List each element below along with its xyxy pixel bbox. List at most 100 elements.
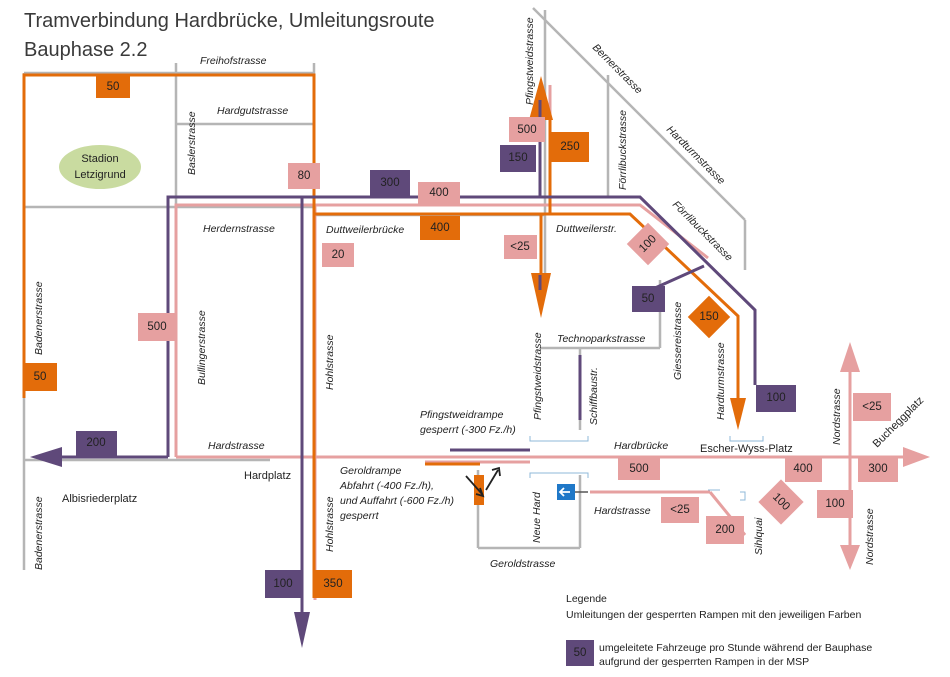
legend-title: Legende xyxy=(566,593,607,605)
flow-box-hardb-500: 500 xyxy=(618,458,660,480)
flow-box-pfing-150: 150 xyxy=(500,145,536,172)
bracket-marks xyxy=(529,436,764,501)
flow-box-west-500: 500 xyxy=(138,313,176,341)
flow-box-hohl-100: 100 xyxy=(265,570,302,598)
flow-box-dutt-20: 20 xyxy=(322,243,354,267)
svg-text:500: 500 xyxy=(147,321,166,333)
label-albisriederplatz: Albisriederplatz xyxy=(62,493,137,505)
label-herdernstrasse: Herdernstrasse xyxy=(203,223,275,235)
street-labels: Freihofstrasse Hardgutstrasse Baslerstra… xyxy=(33,17,876,570)
svg-text:50: 50 xyxy=(574,647,587,659)
label-hardturmstrasse-mid: Hardturmstrasse xyxy=(715,342,727,420)
svg-text:300: 300 xyxy=(868,463,887,475)
svg-text:<25: <25 xyxy=(670,504,690,516)
svg-text:20: 20 xyxy=(332,249,345,261)
sign-icon xyxy=(557,484,588,500)
label-baslerstrasse: Baslerstrasse xyxy=(186,111,198,175)
note-pfingstweidrampe-2: gesperrt (-300 Fz./h) xyxy=(420,424,516,436)
svg-text:50: 50 xyxy=(34,371,47,383)
map-title: Tramverbindung Hardbrücke, Umleitungsrou… xyxy=(24,10,435,32)
svg-text:<25: <25 xyxy=(510,241,530,253)
label-hardbruecke: Hardbrücke xyxy=(614,440,668,452)
svg-text:400: 400 xyxy=(430,222,449,234)
label-foerrlibuckstrasse-top: Förrlibuckstrasse xyxy=(617,110,629,190)
svg-text:50: 50 xyxy=(107,81,120,93)
svg-text:300: 300 xyxy=(380,177,399,189)
flow-box-pfing-500: 500 xyxy=(509,117,545,142)
label-badenerstrasse-top: Badenerstrasse xyxy=(33,281,45,355)
flow-box-hardturm-100: 100 xyxy=(756,385,796,412)
orange-arrowheads xyxy=(529,76,746,430)
svg-text:150: 150 xyxy=(699,311,718,323)
svg-text:350: 350 xyxy=(323,578,342,590)
flow-box-sihl-100: 100 xyxy=(758,479,804,525)
map-subtitle: Bauphase 2.2 xyxy=(24,39,147,61)
note-geroldrampe-1: Geroldrampe xyxy=(340,465,401,477)
purple-arrowheads xyxy=(30,447,310,648)
svg-text:50: 50 xyxy=(642,293,655,305)
legend-desc-1: umgeleitete Fahrzeuge pro Stunde während… xyxy=(599,642,872,654)
flow-box-hohl-350: 350 xyxy=(315,570,352,598)
flow-box-dutt-300: 300 xyxy=(370,170,410,196)
geroldrampe-symbol xyxy=(465,466,501,505)
flow-boxes: 50 400 250 150 50 350 80 400 20 500 <25 … xyxy=(24,76,898,598)
flow-box-nord-100: 100 xyxy=(817,490,853,518)
flow-box-hardstr-lt25: <25 xyxy=(661,497,699,523)
label-freihofstrasse: Freihofstrasse xyxy=(200,55,267,67)
flow-box-baden-50: 50 xyxy=(24,363,57,391)
svg-text:200: 200 xyxy=(715,524,734,536)
label-hardturmstrasse-top: Hardturmstrasse xyxy=(664,124,727,187)
label-duttweilerbruecke: Duttweilerbrücke xyxy=(326,224,404,236)
label-sihlquai: Sihlquai xyxy=(753,517,765,555)
svg-text:500: 500 xyxy=(629,463,648,475)
svg-text:200: 200 xyxy=(86,437,105,449)
pink-arrowheads xyxy=(840,342,930,570)
ramp-notes: Pfingstweidrampe gesperrt (-300 Fz./h) G… xyxy=(339,409,516,522)
flow-box-foerr-100: 100 xyxy=(626,222,670,266)
flow-box-freihof-50: 50 xyxy=(96,76,130,98)
svg-text:100: 100 xyxy=(273,578,292,590)
flow-box-hardb-300: 300 xyxy=(858,457,898,482)
label-hohlstrasse-top: Hohlstrasse xyxy=(324,334,336,390)
flow-box-hohl-80: 80 xyxy=(288,163,320,189)
svg-text:100: 100 xyxy=(825,498,844,510)
svg-text:150: 150 xyxy=(508,152,527,164)
label-hardgutstrasse: Hardgutstrasse xyxy=(217,105,288,117)
label-duttweilerstr: Duttweilerstr. xyxy=(556,223,617,235)
label-hardplatz: Hardplatz xyxy=(244,470,291,482)
purple-routes xyxy=(60,100,757,615)
flow-box-sihl-200: 200 xyxy=(706,516,744,544)
flow-box-giess-50: 50 xyxy=(632,286,665,312)
flow-box-dutt-400-orange: 400 xyxy=(420,216,460,240)
svg-text:250: 250 xyxy=(560,141,579,153)
legend-desc-2: aufgrund der gesperrten Rampen in der MS… xyxy=(599,656,809,668)
label-geroldstrasse: Geroldstrasse xyxy=(490,558,556,570)
svg-text:100: 100 xyxy=(766,392,785,404)
label-giessereistrasse: Giessereistrasse xyxy=(672,302,684,380)
label-schiffbaustr: Schiffbaustr. xyxy=(588,367,600,425)
flow-box-baden-200: 200 xyxy=(76,431,117,456)
flow-box-nord-lt25: <25 xyxy=(853,393,891,421)
stadion-label-2: Letzigrund xyxy=(74,169,125,181)
label-bullingerstrasse: Bullingerstrasse xyxy=(196,310,208,385)
label-pfingstweidstrasse-top: Pfingstweidstrasse xyxy=(524,17,536,105)
legend: Legende Umleitungen der gesperrten Rampe… xyxy=(566,593,872,668)
svg-text:400: 400 xyxy=(793,463,812,475)
label-pfingstweidstrasse-bottom: Pfingstweidstrasse xyxy=(532,332,544,420)
svg-text:80: 80 xyxy=(298,170,311,182)
stadion-icon xyxy=(59,145,141,189)
label-technoparkstrasse: Technoparkstrasse xyxy=(557,333,645,345)
note-geroldrampe-3: und Auffahrt (-600 Fz./h) xyxy=(340,495,454,507)
label-hohlstrasse-bottom: Hohlstrasse xyxy=(324,496,336,552)
label-badenerstrasse-bottom: Badenerstrasse xyxy=(33,496,45,570)
label-nordstrasse-top: Nordstrasse xyxy=(831,388,843,445)
stadion-label-1: Stadion xyxy=(81,153,118,165)
svg-text:<25: <25 xyxy=(862,401,882,413)
label-neue-hard: Neue Hard xyxy=(531,491,543,543)
label-hardstrasse-left: Hardstrasse xyxy=(208,440,265,452)
flow-box-hardb-400: 400 xyxy=(785,457,822,482)
svg-text:400: 400 xyxy=(429,187,448,199)
label-hardstrasse-right: Hardstrasse xyxy=(594,505,651,517)
note-pfingstweidrampe-1: Pfingstweidrampe xyxy=(420,409,504,421)
